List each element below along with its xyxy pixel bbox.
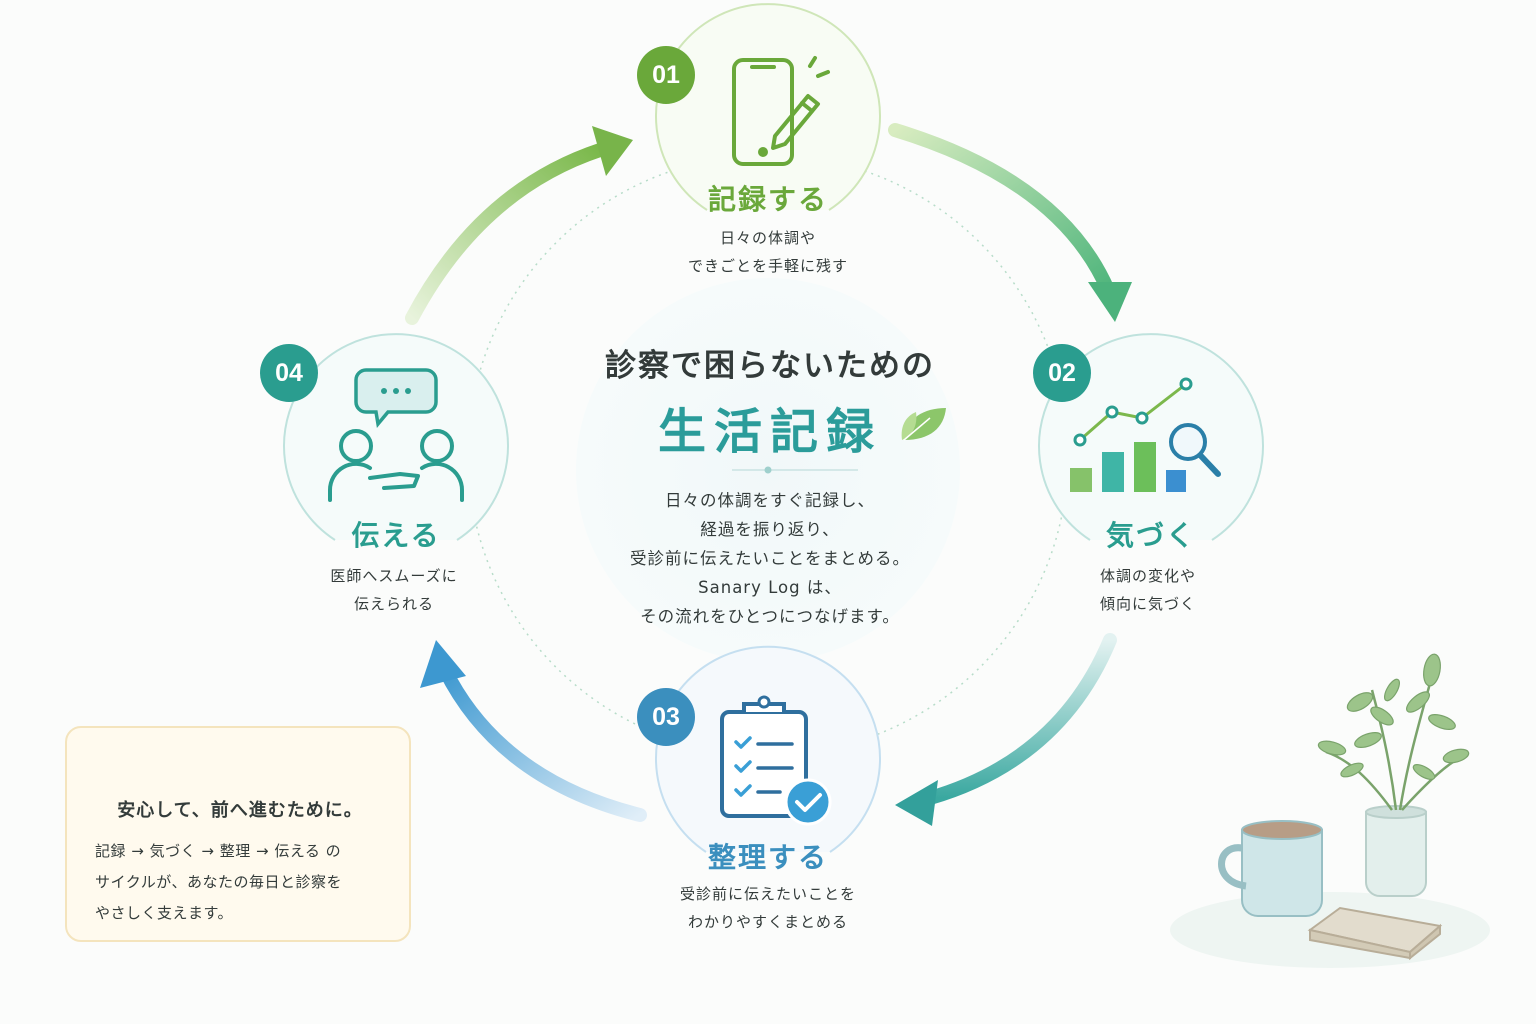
step-title-04: 伝える	[351, 519, 441, 552]
step-badge-02: 02	[1033, 344, 1091, 402]
chart-magnifier-icon	[1070, 377, 1221, 492]
step-badge-03: 03	[637, 688, 695, 746]
center-main-title: 生活記録	[657, 404, 882, 460]
clipboard-check-icon	[720, 695, 832, 826]
note-body-line: 記録 → 気づく → 整理 → 伝える の	[95, 842, 342, 860]
step-desc-line: できごとを手軽に残す	[687, 257, 848, 275]
smartphone-pencil-icon	[732, 56, 830, 166]
people-chat-icon	[327, 368, 465, 502]
arrow-04-to-01	[405, 126, 633, 325]
center-body: 日々の体調をすぐ記録し、 経過を振り返り、 受診前に伝えたいことをまとめる。 S…	[560, 486, 980, 631]
step-badge-01: 01	[637, 46, 695, 104]
step-desc-02: 体調の変化や 傾向に気づく	[998, 562, 1298, 618]
step-desc-line: わかりやすくまとめる	[687, 913, 848, 931]
node-circle-02	[1038, 333, 1264, 541]
step-desc-line: 受診前に伝えたいことを	[679, 885, 856, 903]
note-title: 安心して、前へ進むために。	[117, 800, 363, 821]
center-body-line: Sanary Log は、	[698, 578, 842, 597]
step-desc-line: 医師へスムーズに	[330, 567, 458, 585]
center-divider	[732, 466, 858, 474]
arrow-01-to-02	[888, 123, 1132, 322]
note-card: 安心して、前へ進むために。 記録 → 気づく → 整理 → 伝える の サイクル…	[65, 726, 411, 942]
node-circle-01	[655, 3, 881, 211]
center-body-line: 受診前に伝えたいことをまとめる。	[630, 549, 910, 568]
step-desc-line: 日々の体調や	[719, 229, 816, 247]
arrow-02-to-03	[895, 633, 1117, 826]
step-desc-line: 体調の変化や	[1099, 567, 1196, 585]
step-desc-line: 傾向に気づく	[1099, 595, 1196, 613]
step-desc-01: 日々の体調や できごとを手軽に残す	[618, 224, 918, 280]
plant-mug-book-illustration	[1170, 653, 1490, 968]
step-title-01: 記録する	[707, 183, 828, 216]
note-body: 記録 → 気づく → 整理 → 伝える の サイクルが、あなたの毎日と診察を や…	[95, 836, 405, 929]
note-body-line: やさしく支えます。	[95, 904, 234, 922]
step-desc-line: 伝えられる	[353, 595, 434, 613]
node-circle-04	[283, 333, 509, 541]
center-title: 診察で困らないための	[605, 348, 935, 384]
step-desc-04: 医師へスムーズに 伝えられる	[244, 562, 544, 618]
center-body-line: 日々の体調をすぐ記録し、	[665, 491, 875, 510]
center-body-line: 経過を振り返り、	[700, 520, 840, 539]
arrow-03-to-04	[420, 640, 647, 822]
leaf-icon	[901, 408, 946, 441]
step-title-02: 気づく	[1105, 519, 1196, 552]
step-title-03: 整理する	[707, 841, 828, 874]
center-body-line: その流れをひとつにつなげます。	[640, 607, 900, 626]
note-body-line: サイクルが、あなたの毎日と診察を	[95, 873, 342, 891]
step-badge-04: 04	[260, 344, 318, 402]
step-desc-03: 受診前に伝えたいことを わかりやすくまとめる	[618, 880, 918, 936]
